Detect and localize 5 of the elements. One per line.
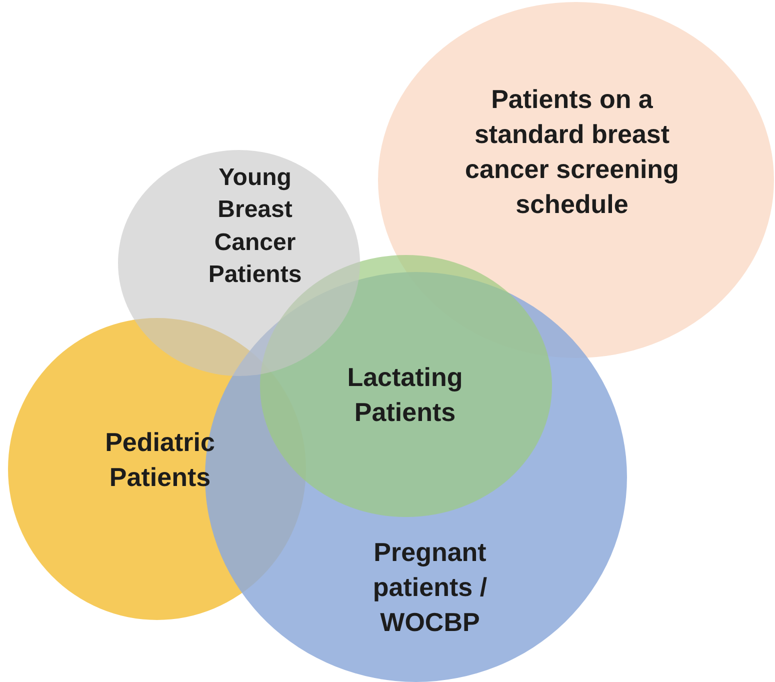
circle-label: Pediatric Patients: [104, 426, 216, 494]
circle-label: Patients on a standard breast cancer screening schedule: [464, 83, 680, 222]
circle-label: Young Breast Cancer Patients: [207, 163, 303, 290]
circle-label: Lactating Patients: [346, 361, 464, 430]
circle-label: Pregnant patients / WOCBP: [372, 536, 488, 640]
